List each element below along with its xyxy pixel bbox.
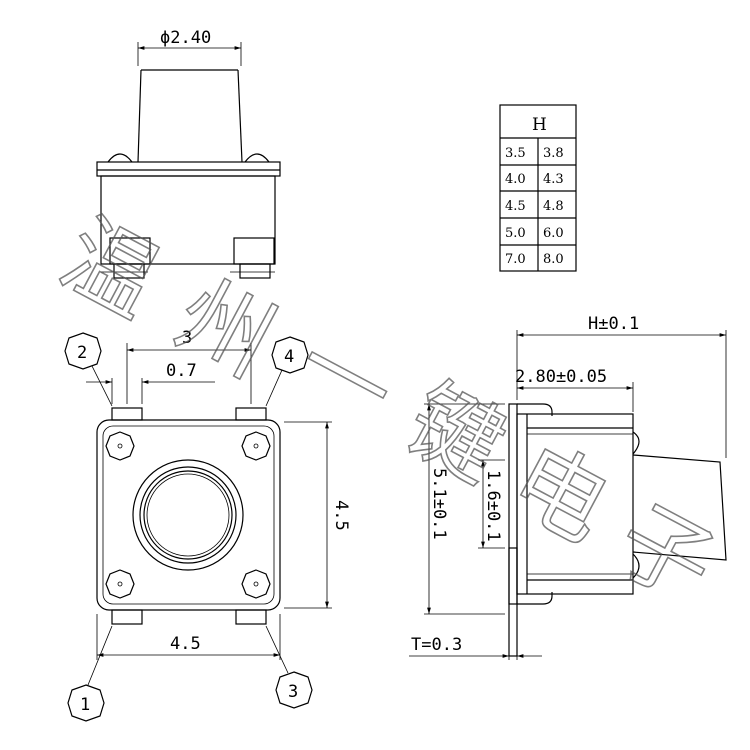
- side-view: H±0.1 2.80±0.05 5.1±0.1 1.6±0.1 T=0.3: [409, 314, 727, 660]
- watermark-char: 子: [600, 485, 731, 623]
- watermark-char: 温: [45, 200, 176, 338]
- table-cell: 4.8: [543, 199, 564, 214]
- corner-post: [241, 431, 271, 461]
- table-cell: 6.0: [543, 226, 564, 241]
- pin-label-4: 4: [284, 347, 294, 367]
- pin-callout-3: 3: [265, 625, 313, 709]
- pin-label-2: 2: [77, 343, 87, 363]
- table-cell: 4.5: [505, 199, 526, 214]
- dim-pin-pitch: 3: [182, 328, 192, 348]
- table-cell: 4.0: [505, 172, 526, 187]
- pin-callout-4: 4: [265, 336, 309, 407]
- dim-lead-span: 5.1±0.1: [429, 468, 449, 540]
- top-view: ϕ2.40: [96, 28, 281, 279]
- dim-pin-width: 0.7: [166, 361, 197, 381]
- dim-base-height: 2.80±0.05: [515, 367, 607, 387]
- table-cell: 5.0: [505, 226, 526, 241]
- corner-post: [105, 431, 135, 461]
- pin-callout-2: 2: [64, 332, 113, 407]
- corner-post: [105, 569, 135, 599]
- actuator-circle: [132, 459, 244, 571]
- pin-label-3: 3: [288, 682, 298, 702]
- table-cell: 8.0: [543, 252, 564, 267]
- dim-lead-gap: 1.6±0.1: [483, 470, 503, 542]
- front-view: 3 0.7 4.5 4.5 2 4 1: [64, 328, 351, 722]
- height-table: H 3.5 3.8 4.0 4.3 4.5 4.8 5.0 6.0 7.0 8.…: [499, 104, 577, 272]
- watermark-char: 电: [495, 425, 626, 563]
- table-cell: 7.0: [505, 252, 526, 267]
- table-cell: 4.3: [543, 172, 564, 187]
- dim-body-height: 4.5: [331, 500, 351, 531]
- top-diameter-label: ϕ2.40: [160, 28, 211, 48]
- pin-label-1: 1: [80, 695, 90, 715]
- table-cell: 3.8: [543, 146, 564, 161]
- table-header: H: [532, 115, 547, 135]
- watermark-char: 一: [280, 310, 411, 448]
- dim-body-width: 4.5: [170, 634, 201, 654]
- corner-post: [241, 569, 271, 599]
- pin-callout-1: 1: [67, 625, 113, 722]
- dim-thickness: T=0.3: [411, 635, 462, 655]
- dim-total-height: H±0.1: [588, 314, 639, 334]
- watermark: 温 州 一 键 电 子: [44, 199, 732, 623]
- table-cell: 3.5: [505, 146, 526, 161]
